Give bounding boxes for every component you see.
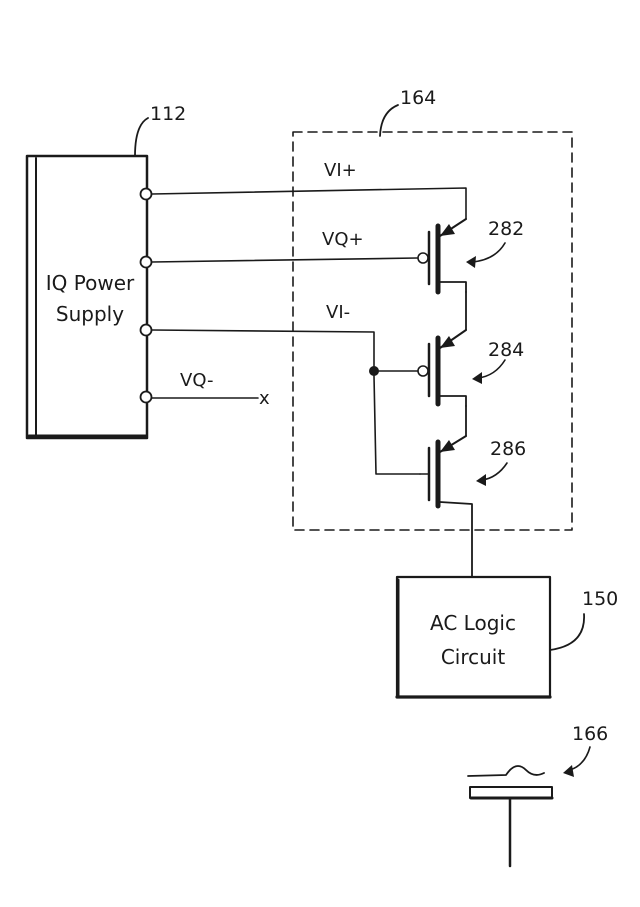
logic-circuit-label-line1: AC Logic — [430, 611, 516, 635]
terminal-vi-minus — [139, 323, 153, 337]
terminal-vq-minus — [139, 390, 153, 404]
vq-minus-open-terminal: x — [259, 388, 270, 409]
logic-circuit-label-line2: Circuit — [441, 645, 506, 669]
transistor-282-leader — [471, 242, 506, 263]
vq-minus-label: VQ- — [180, 370, 213, 391]
transistor-286 — [419, 435, 473, 578]
transistor-stack-ref: 164 — [400, 87, 436, 109]
transistor-284-ref: 284 — [488, 339, 524, 361]
power-supply-leader-line — [134, 117, 149, 157]
switch-166 — [467, 765, 554, 868]
vi-plus-label: VI+ — [324, 160, 357, 181]
power-supply-label-line1: IQ Power — [46, 271, 135, 295]
switch-leader — [569, 746, 591, 771]
transistor-284 — [417, 329, 467, 407]
transistor-286-ref: 286 — [490, 438, 526, 460]
wire-node-to-gate-286 — [373, 375, 421, 475]
junction-node — [369, 366, 379, 376]
transistor-stack-leader-line — [379, 104, 399, 137]
transistor-282 — [417, 218, 467, 295]
ac-logic-circuit-block: AC Logic Circuit — [395, 575, 552, 699]
power-supply-label-line2: Supply — [56, 302, 124, 326]
switch-ref: 166 — [572, 723, 608, 745]
transistor-282-ref: 282 — [488, 218, 524, 240]
terminal-vq-plus — [139, 255, 153, 269]
wire-vq-plus — [151, 257, 418, 263]
iq-power-supply-block: IQ Power Supply — [25, 154, 149, 440]
wire-vi-plus — [151, 187, 467, 220]
logic-circuit-ref: 150 — [582, 588, 618, 610]
power-supply-ref: 112 — [150, 103, 186, 125]
terminal-vi-plus — [139, 187, 153, 201]
logic-circuit-leader-line — [549, 613, 585, 651]
wire-vi-minus — [151, 329, 375, 367]
transistor-284-leader — [477, 359, 506, 379]
vi-minus-label: VI- — [326, 302, 350, 323]
vq-plus-label: VQ+ — [322, 229, 364, 250]
